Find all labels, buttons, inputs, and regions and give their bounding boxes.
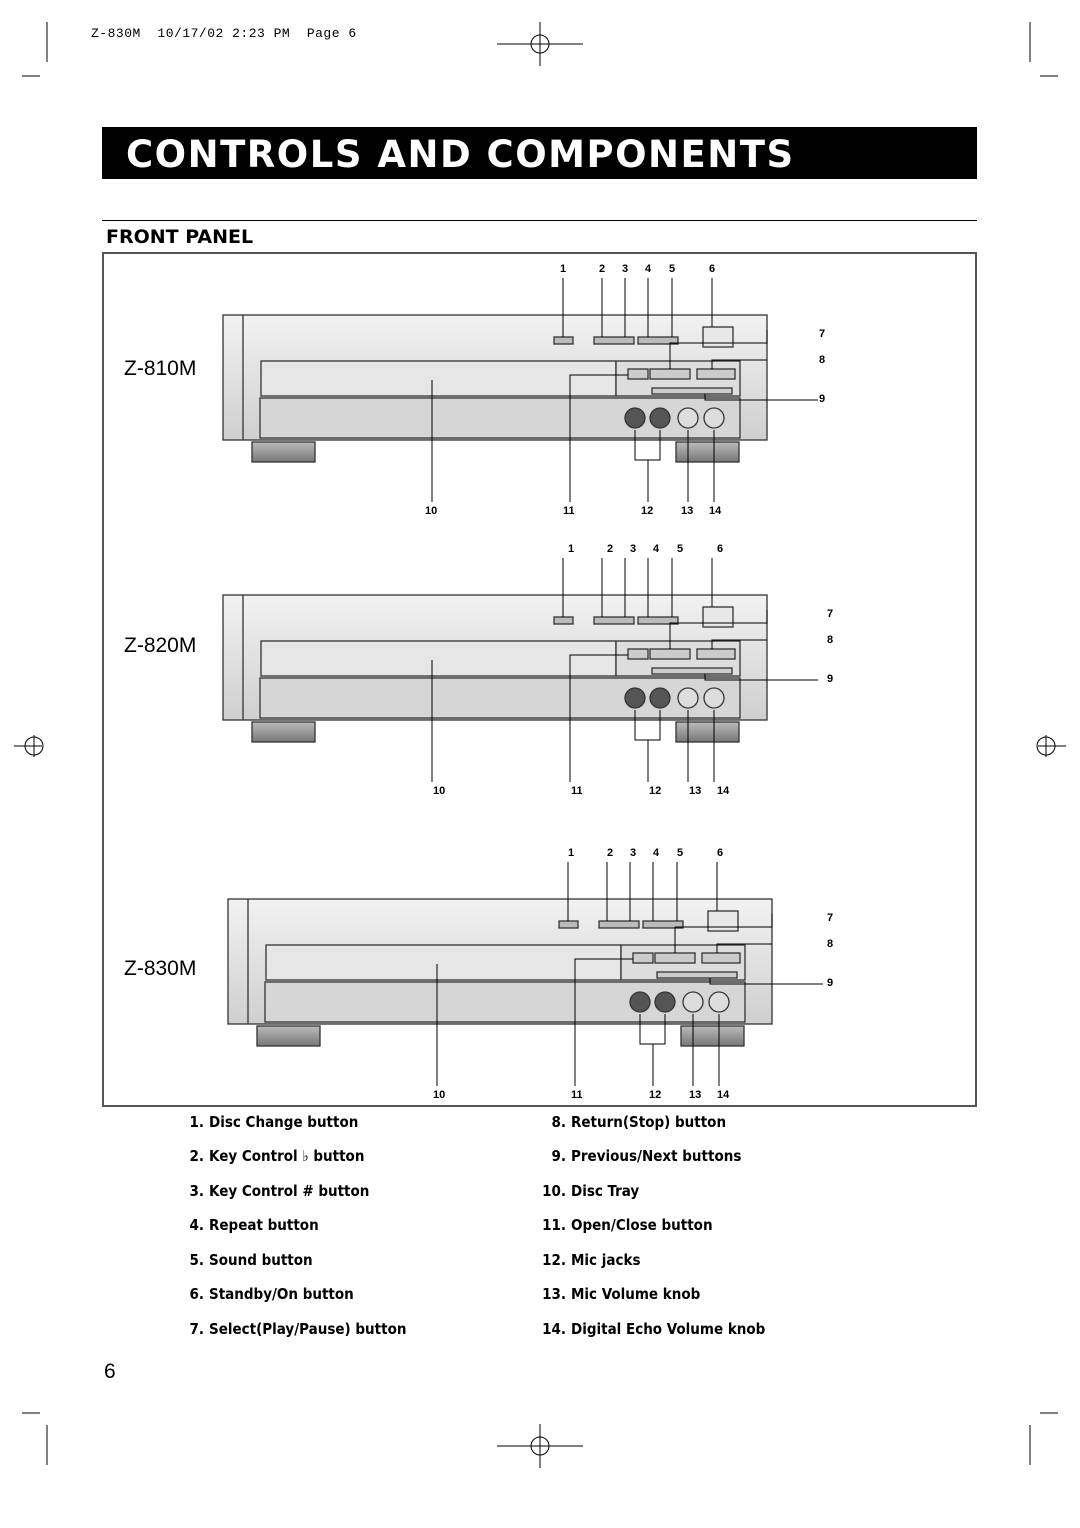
callout-top-2-3: 3 [630,543,637,555]
legend-item-number: 11. [542,1216,566,1234]
key-control-buttons [593,336,635,345]
legend-item-number: 10. [542,1182,566,1200]
legend-item-text: Standby/On button [209,1285,354,1303]
legend-item-text: Previous/Next buttons [571,1147,742,1165]
legend-item-text: Mic jacks [571,1251,641,1269]
legend-item-number: 6. [189,1285,204,1303]
front-foot-right [675,441,740,463]
callout-top-1-6: 6 [709,263,716,275]
legend-item-number: 5. [189,1251,204,1269]
page-number: 6 [104,1360,116,1383]
legend-item-text: Return(Stop) button [571,1113,727,1131]
callout-leaders [431,278,818,502]
callout-right-1-8: 8 [819,354,826,366]
callout-bottom-3-10: 10 [433,1089,446,1101]
mic-volume-knob [677,407,699,429]
callout-top-2-4: 4 [653,543,660,555]
callout-bottom-3-12: 12 [649,1089,662,1101]
legend-item-text: Digital Echo Volume knob [571,1320,766,1338]
legend-item-text: Disc Tray [571,1182,640,1200]
callout-top-3-5: 5 [677,847,684,859]
callout-top-3-1: 1 [568,847,575,859]
legend-item-number: 2. [189,1147,204,1165]
return-button [696,368,736,380]
legend-item-text: Disc Change button [209,1113,359,1131]
legend-item-number: 13. [542,1285,566,1303]
callout-top-2-1: 1 [568,543,575,555]
prev-next-buttons [651,387,733,395]
callout-right-1-9: 9 [819,393,826,405]
legend-item-text: Open/Close button [571,1216,713,1234]
callout-right-2-9: 9 [827,673,834,685]
legend-item-number: 1. [189,1113,204,1131]
standby-button [702,326,734,348]
disc-tray [260,360,617,397]
open-close-button [627,368,649,380]
callout-bottom-1-13: 13 [681,505,694,517]
callout-right-3-8: 8 [827,938,834,950]
callout-bottom-2-14: 14 [717,785,730,797]
callout-top-3-6: 6 [717,847,724,859]
callout-bottom-2-13: 13 [689,785,702,797]
disc-change-button [553,336,574,345]
callout-top-1-3: 3 [622,263,629,275]
legend-item-text: Mic Volume knob [571,1285,701,1303]
legend-item-number: 4. [189,1216,204,1234]
mic-jack-2 [649,407,671,429]
callout-bottom-2-12: 12 [649,785,662,797]
section-rule [102,220,977,221]
callout-top-3-3: 3 [630,847,637,859]
legend-item-number: 12. [542,1251,566,1269]
select-button [649,368,691,380]
legend-item-number: 14. [542,1320,566,1338]
callout-bottom-2-10: 10 [433,785,446,797]
legend-item-text: Select(Play/Pause) button [209,1320,407,1338]
legend-item-number: 9. [551,1147,566,1165]
callout-top-1-5: 5 [669,263,676,275]
callout-bottom-3-13: 13 [689,1089,702,1101]
callout-top-3-2: 2 [607,847,614,859]
front-foot-left [251,441,316,463]
echo-volume-knob [703,407,725,429]
callout-right-3-9: 9 [827,977,834,989]
callout-bottom-1-14: 14 [709,505,722,517]
legend-item-text: Repeat button [209,1216,319,1234]
title-banner [102,127,977,179]
callout-right-2-7: 7 [827,608,834,620]
callout-bottom-3-14: 14 [717,1089,730,1101]
page-title: CONTROLS AND COMPONENTS [126,133,795,176]
legend-item-number: 3. [189,1182,204,1200]
callout-bottom-1-10: 10 [425,505,438,517]
callout-top-2-5: 5 [677,543,684,555]
callout-right-1-7: 7 [819,328,826,340]
device-drawing [222,314,768,463]
callout-bottom-2-11: 11 [571,785,583,797]
callout-bottom-1-11: 11 [563,505,575,517]
mic-jack-1 [624,407,646,429]
callout-top-2-6: 6 [717,543,724,555]
legend-item-text: Key Control ♭ button [209,1147,365,1165]
legend-item-text: Key Control # button [209,1182,370,1200]
model-label-z830m: Z-830M [124,957,197,980]
callout-top-1-4: 4 [645,263,652,275]
callout-bottom-3-11: 11 [571,1089,583,1101]
callout-top-1-1: 1 [560,263,567,275]
callout-bottom-1-12: 12 [641,505,654,517]
model-label-z810m: Z-810M [124,357,197,380]
legend-item-number: 8. [551,1113,566,1131]
model-label-z820m: Z-820M [124,634,197,657]
legend-item-number: 7. [189,1320,204,1338]
callout-top-3-4: 4 [653,847,660,859]
callout-top-2-2: 2 [607,543,614,555]
callout-top-1-2: 2 [599,263,606,275]
callout-right-3-7: 7 [827,912,834,924]
diagram-frame [102,252,977,1107]
print-slug: Z-830M 10/17/02 2:23 PM Page 6 [91,26,357,41]
section-title: FRONT PANEL [106,226,254,248]
legend-item-text: Sound button [209,1251,313,1269]
callout-right-2-8: 8 [827,634,834,646]
repeat-sound-buttons [637,336,679,345]
